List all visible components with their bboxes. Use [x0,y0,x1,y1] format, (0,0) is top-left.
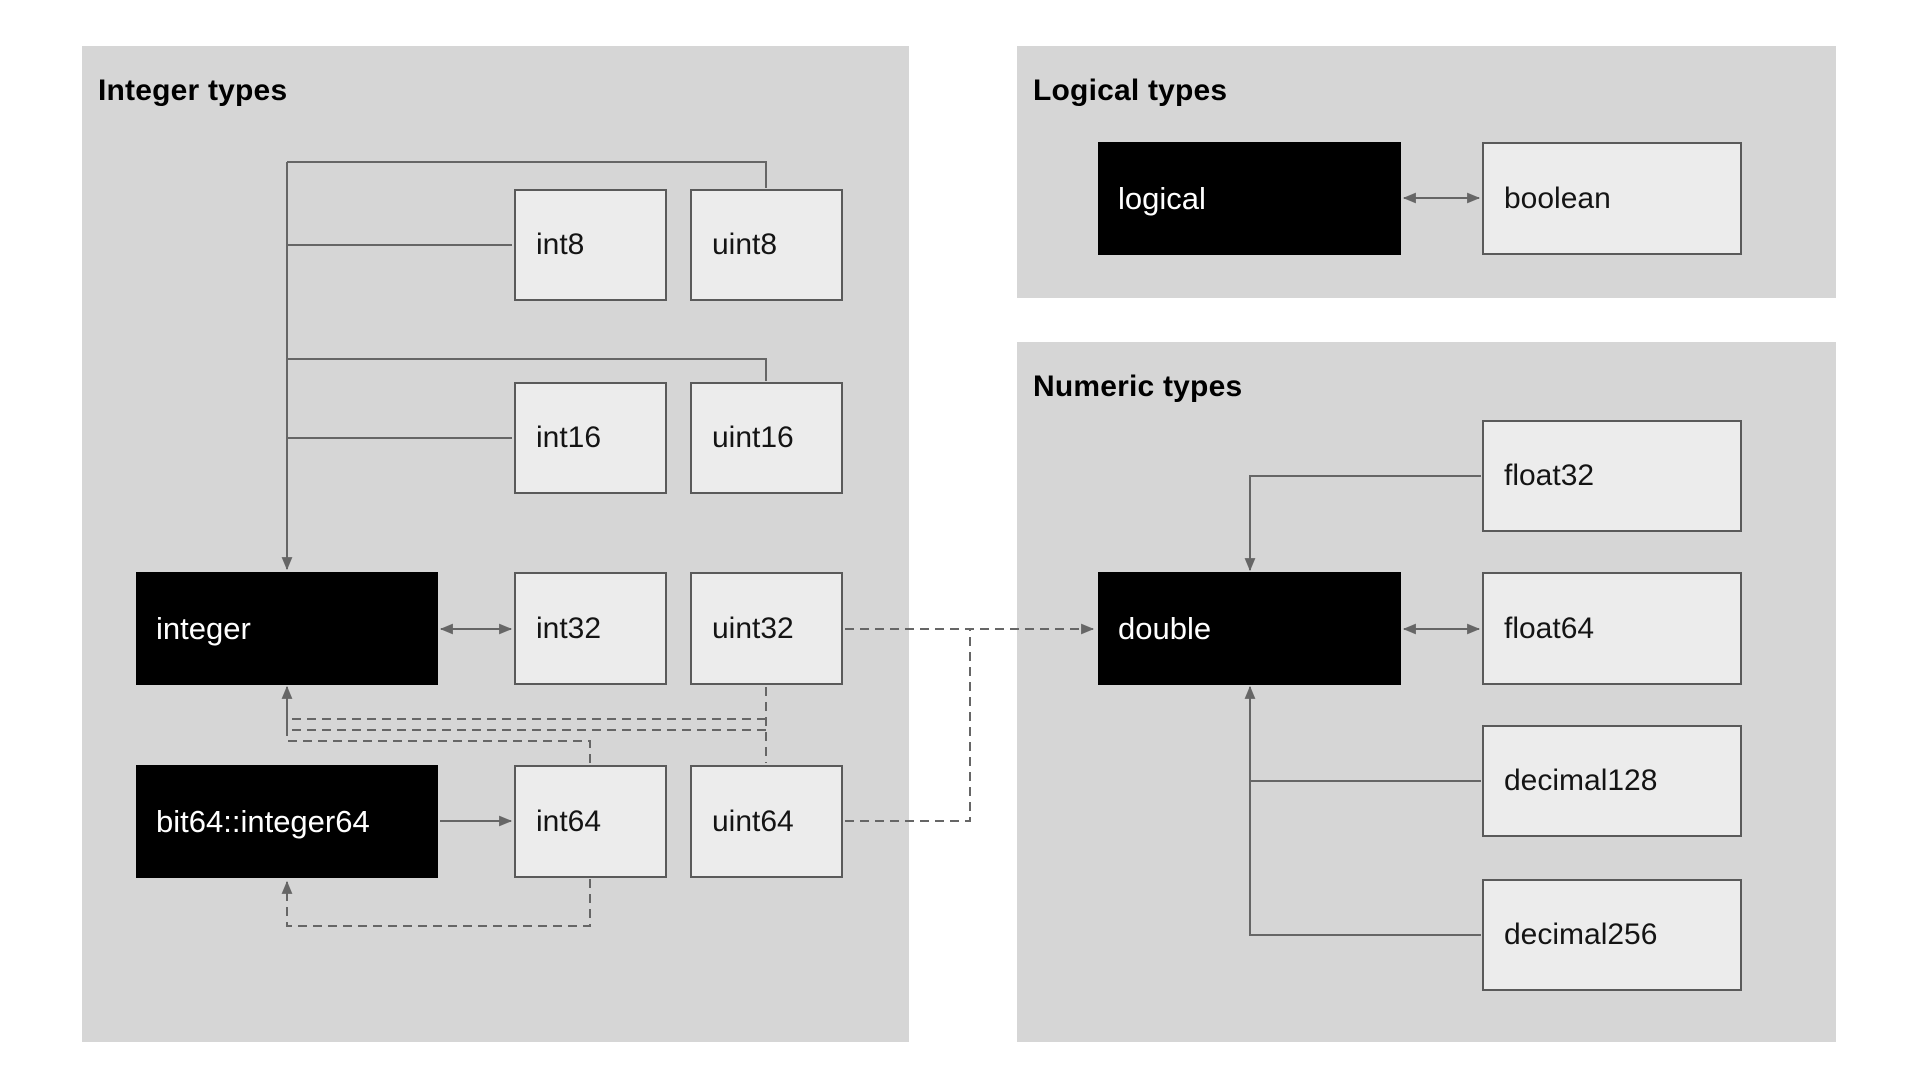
box-int32: int32 [514,572,667,685]
box-integer: integer [136,572,438,685]
box-boolean-label: boolean [1504,181,1611,215]
box-int8-label: int8 [536,228,585,261]
box-uint32: uint32 [690,572,843,685]
box-boolean: boolean [1482,142,1742,255]
box-uint16: uint16 [690,382,843,494]
box-bit64-integer64: bit64::integer64 [136,765,438,878]
box-decimal256: decimal256 [1482,879,1742,991]
integer-types-title: Integer types [98,74,288,107]
box-logical-label: logical [1118,180,1206,216]
logical-types-title: Logical types [1033,74,1228,107]
box-double: double [1098,572,1401,685]
box-float32-label: float32 [1504,459,1595,492]
box-uint16-label: uint16 [712,421,794,454]
box-int16: int16 [514,382,667,494]
box-int16-label: int16 [536,421,602,454]
box-float64: float64 [1482,572,1742,685]
box-logical: logical [1098,142,1401,255]
box-float64-label: float64 [1504,611,1595,645]
box-uint8-label: uint8 [712,228,778,261]
numeric-types-title: Numeric types [1033,370,1243,403]
box-int32-label: int32 [536,611,602,645]
box-int8: int8 [514,189,667,301]
box-int64: int64 [514,765,667,878]
box-decimal128-label: decimal128 [1504,764,1658,797]
box-float32: float32 [1482,420,1742,532]
box-uint64: uint64 [690,765,843,878]
box-uint32-label: uint32 [712,611,794,645]
box-decimal256-label: decimal256 [1504,918,1658,951]
box-decimal128: decimal128 [1482,725,1742,837]
box-uint8: uint8 [690,189,843,301]
box-bit64-integer64-label: bit64::integer64 [156,803,370,839]
box-uint64-label: uint64 [712,804,794,838]
box-integer-label: integer [156,610,251,646]
box-double-label: double [1118,610,1212,646]
box-int64-label: int64 [536,804,602,838]
